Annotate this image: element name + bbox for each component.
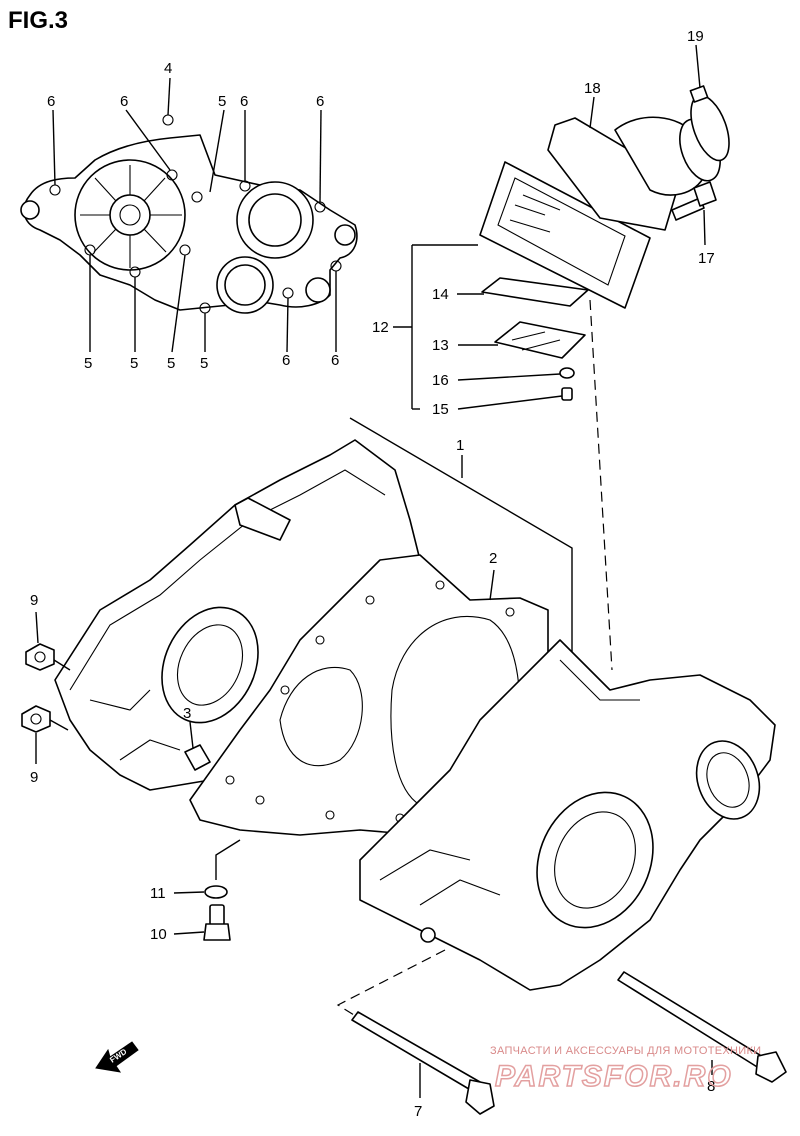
- part-number-13: 13: [432, 337, 449, 354]
- crankcase-cover-view: [20, 77, 358, 353]
- part-number-15: 15: [432, 401, 449, 418]
- part-number-1: 1: [456, 437, 464, 454]
- figure-title: FIG.3: [8, 7, 68, 34]
- watermark-tagline: ЗАПЧАСТИ И АКСЕССУАРЫ ДЛЯ МОТОТЕХНИКИ: [490, 1045, 761, 1057]
- watermark: ЗАПЧАСТИ И АКСЕССУАРЫ ДЛЯ МОТОТЕХНИКИ PA…: [490, 1045, 761, 1094]
- part-number-2: 2: [489, 550, 497, 567]
- part-number-7: 7: [414, 1103, 422, 1120]
- part-number-10: 10: [150, 926, 167, 943]
- part-number-5b: 5: [84, 355, 92, 372]
- part-number-6e: 6: [282, 352, 290, 369]
- part-number-8: 8: [707, 1078, 715, 1095]
- part-number-6f: 6: [331, 352, 339, 369]
- part-number-6a: 6: [47, 93, 55, 110]
- part-number-9b: 9: [30, 769, 38, 786]
- part-number-6c: 6: [240, 93, 248, 110]
- part-number-5e: 5: [200, 355, 208, 372]
- part-number-6b: 6: [120, 93, 128, 110]
- forward-direction-arrow-icon: FWD: [95, 1041, 139, 1073]
- part-number-19: 19: [687, 28, 704, 45]
- part-number-6d: 6: [316, 93, 324, 110]
- part-number-3: 3: [183, 705, 191, 722]
- watermark-brand: PARTSFOR.RO: [495, 1060, 733, 1093]
- crankcase-assembly: [21, 417, 787, 1115]
- part-number-4: 4: [164, 60, 172, 77]
- part-number-16: 16: [432, 372, 449, 389]
- part-number-9a: 9: [30, 592, 38, 609]
- part-number-5d: 5: [167, 355, 175, 372]
- part-number-5c: 5: [130, 355, 138, 372]
- part-number-18: 18: [584, 80, 601, 97]
- part-number-12: 12: [372, 319, 389, 336]
- intake-assembly: [393, 44, 730, 671]
- part-number-17: 17: [698, 250, 715, 267]
- part-number-5a: 5: [218, 93, 226, 110]
- part-number-11: 11: [150, 885, 166, 902]
- part-number-14: 14: [432, 286, 449, 303]
